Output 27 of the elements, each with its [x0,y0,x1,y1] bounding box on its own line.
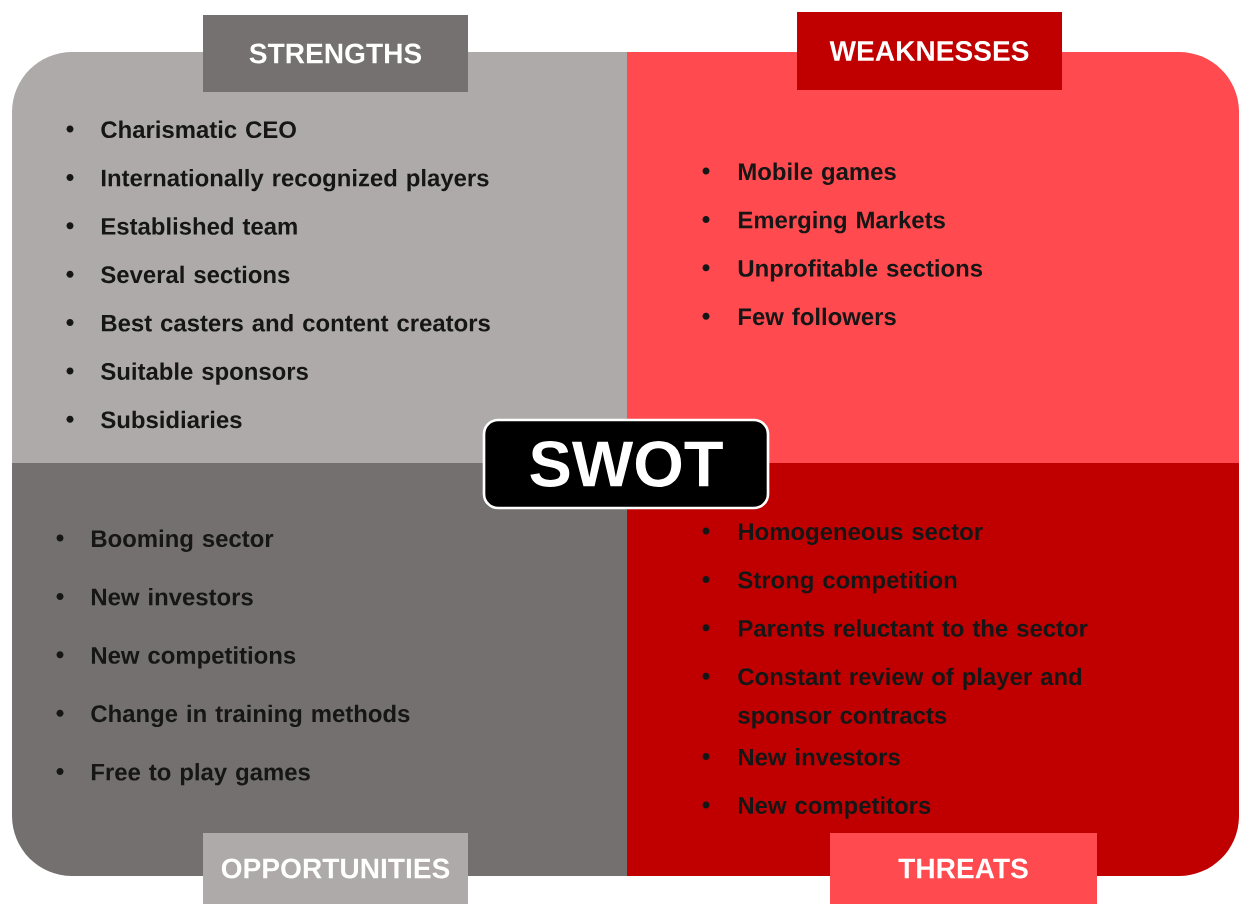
heading-tab: WEAKNESSES [797,12,1062,90]
heading-tab: STRENGTHS [203,15,468,92]
bullet-item: Unprofitable sections [702,259,983,282]
bullet-item: Booming sector [56,529,274,552]
bullet-item: Few followers [702,307,896,326]
bullet-item: Internationally recognized players [66,168,489,192]
heading-tab: THREATS [830,833,1097,904]
bullet-item: Mobile games [702,162,896,185]
bullet-item: New competitions [56,646,296,669]
bullet-item: New investors [56,587,253,606]
bullet-item: Subsidiaries [66,410,242,429]
bullet-item: Strong competition [702,570,957,594]
bullet-item: Homogeneous sector [702,523,983,545]
bullet-item: Parents reluctant to the sector [702,619,1088,637]
bullet-item: Emerging Markets [702,210,945,234]
bullet-item: Suitable sponsors [66,362,308,385]
bullet-item: Several sections [66,265,290,284]
center-label-box: SWOT [482,418,770,510]
bullet-item: Charismatic CEO [66,120,296,139]
bullet-item: Best casters and content creators [66,314,490,332]
bullet-item: Change in training methods [56,704,410,728]
bullet-item: Constant review of player and sponsor contracts [702,667,1082,729]
bullet-item: New investors [702,748,900,766]
bullet-item: New competitors [702,796,931,819]
bullet-item: Free to play games [56,763,310,786]
bullet-item: Established team [66,217,297,235]
heading-tab: OPPORTUNITIES [203,833,468,904]
